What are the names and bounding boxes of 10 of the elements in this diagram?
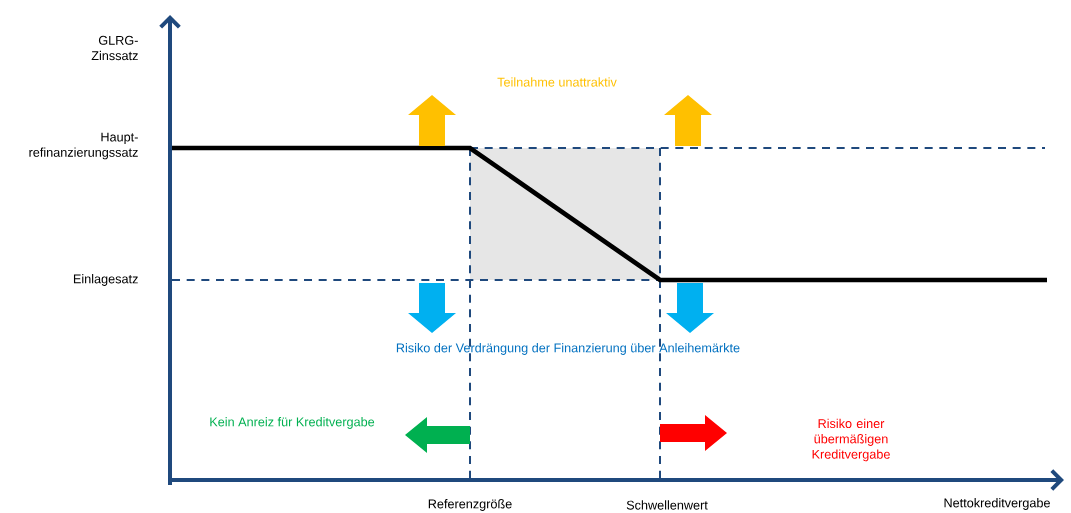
axis-label: Nettokreditvergabe — [944, 498, 1050, 510]
axis-label: Haupt- refinanzierungssatz — [29, 132, 138, 160]
note-text: Teilnahme unattraktiv — [497, 77, 617, 87]
note-text: Risiko der Verdrängung der Finanzierung über Anleihemärkte — [396, 343, 740, 355]
axis-label: Schwellenwert — [626, 500, 708, 510]
axis-label: GLRG- Zinssatz — [91, 35, 138, 61]
note-text: Kein Anreiz für Kreditvergabe — [210, 417, 375, 429]
axis-label: Referenzgröße — [428, 499, 512, 511]
axis-label: Einlagesatz — [73, 274, 138, 286]
note-text: Risiko einer übermäßigen Kreditvergabe — [812, 418, 890, 462]
